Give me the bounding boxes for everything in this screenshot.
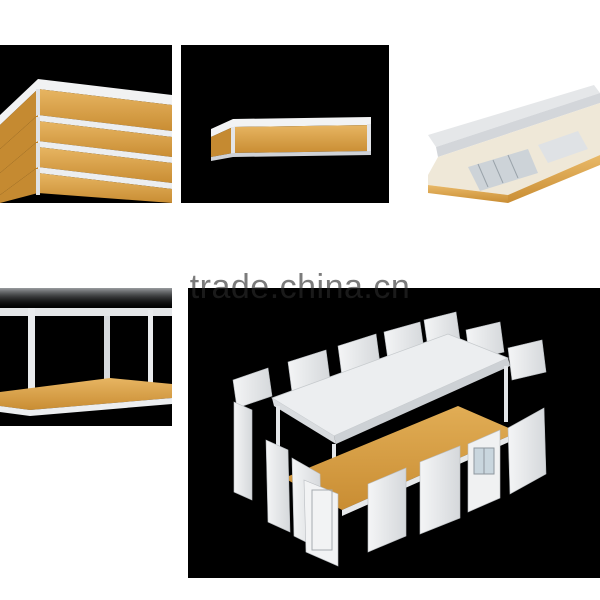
front-wall-panels [367, 445, 461, 553]
stack-layer-3 [0, 141, 172, 195]
unit-top [211, 117, 371, 137]
door-panel [303, 479, 339, 567]
stacked-units-drawing [0, 79, 172, 203]
assembly-view-drawing [232, 311, 547, 567]
corner-post [28, 308, 35, 404]
stacked-units-image [0, 45, 172, 203]
floor [0, 378, 172, 410]
unit-side [233, 125, 371, 153]
unit-end [211, 127, 233, 157]
stack-layer-1 [0, 79, 172, 149]
frame-posts-drawing [0, 288, 172, 416]
stack-layer-4 [0, 167, 172, 203]
opened-unit-image [398, 45, 600, 203]
frame-posts-image [0, 288, 172, 426]
top-frame [0, 308, 172, 316]
opened-unit-drawing [428, 85, 600, 203]
lid [428, 85, 600, 147]
panel-part [538, 131, 588, 163]
assembly-view-image [188, 288, 600, 578]
floor-panel [284, 406, 518, 510]
right-wall-panel [507, 407, 547, 495]
single-unit-image [181, 45, 389, 203]
single-unit-drawing [211, 117, 371, 161]
stack-layer-2 [0, 115, 172, 173]
